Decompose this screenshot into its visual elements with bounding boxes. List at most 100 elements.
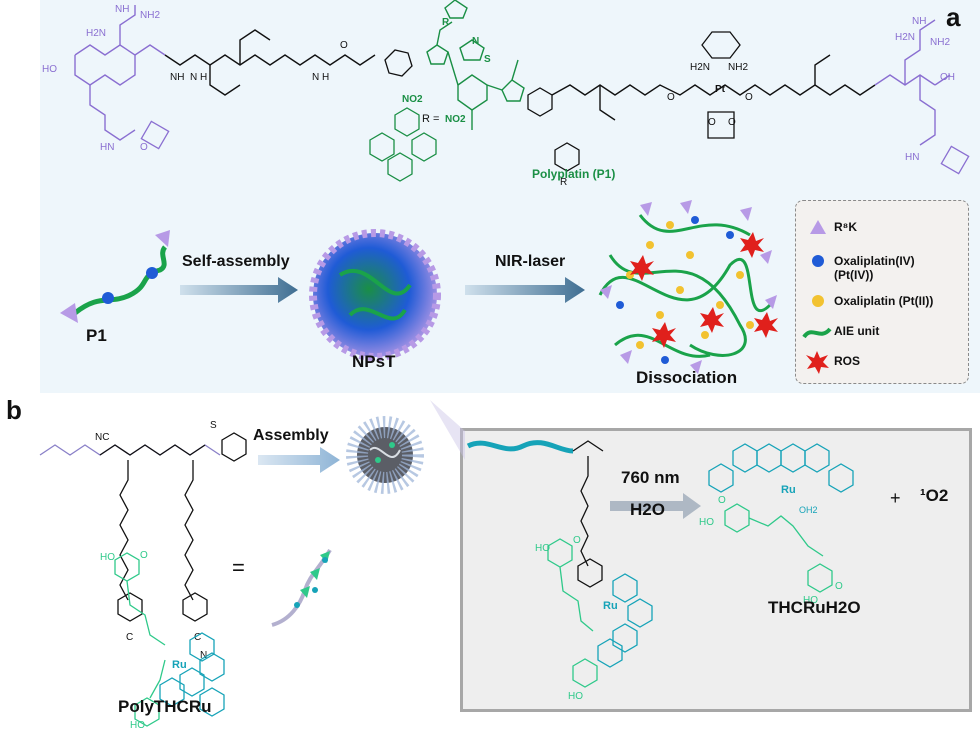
- panel-b-letter: b: [6, 395, 22, 425]
- svg-text:O: O: [140, 142, 148, 153]
- svg-text:C: C: [126, 632, 133, 643]
- svg-text:NC: NC: [95, 432, 109, 443]
- assembly-scheme-a: [60, 200, 778, 374]
- svg-text:N: N: [472, 36, 479, 47]
- svg-text:N H: N H: [190, 72, 207, 83]
- plus-sign: +: [890, 488, 901, 508]
- equals-sign: =: [232, 555, 245, 580]
- svg-text:H2N: H2N: [86, 28, 106, 39]
- svg-text:O: O: [667, 92, 675, 103]
- p1-left-triangle: [60, 303, 78, 323]
- svg-text:NH: NH: [912, 16, 926, 27]
- legend-label: AIE unit: [834, 324, 880, 338]
- svg-text:HO: HO: [699, 517, 714, 528]
- svg-text:NH2: NH2: [930, 37, 950, 48]
- singlet-oxygen-label: ¹O2: [920, 486, 949, 505]
- legend-item-aie: AIE unit: [796, 319, 968, 347]
- wavelength-label: 760 nm: [621, 468, 680, 487]
- p1-label: P1: [86, 326, 107, 345]
- svg-text:NH: NH: [170, 72, 184, 83]
- blue-sphere-icon: [812, 255, 824, 267]
- svg-text:R: R: [560, 177, 567, 188]
- svg-text:O: O: [728, 117, 736, 128]
- svg-text:OH: OH: [940, 72, 955, 83]
- svg-text:N: N: [200, 650, 207, 661]
- mini-polymer-chain: [271, 548, 332, 627]
- svg-text:O: O: [835, 581, 843, 592]
- product-label: THCRuH2O: [768, 598, 861, 617]
- svg-text:C: C: [194, 632, 201, 643]
- nir-laser-label: NIR-laser: [495, 253, 566, 270]
- legend-label: Oxaliplatin (Pt(II)): [834, 294, 934, 308]
- svg-text:N H: N H: [312, 72, 329, 83]
- svg-text:Ru: Ru: [781, 484, 796, 496]
- svg-text:Ru: Ru: [172, 659, 187, 671]
- p1-chain: [73, 245, 168, 315]
- p1-ptiv-sphere: [146, 267, 158, 279]
- svg-text:O: O: [140, 550, 148, 561]
- legend-label: ROS: [834, 354, 861, 368]
- svg-text:NH2: NH2: [728, 62, 748, 73]
- svg-text:NO2: NO2: [402, 94, 423, 105]
- svg-text:O: O: [340, 40, 348, 51]
- r-equals-label: R =: [422, 113, 439, 125]
- svg-text:O: O: [745, 92, 753, 103]
- svg-text:HO: HO: [568, 691, 583, 702]
- svg-text:HO: HO: [42, 64, 57, 75]
- nir-laser-arrow: [465, 277, 585, 303]
- triangle-icon: [810, 220, 826, 234]
- peg-chain: [466, 440, 574, 454]
- svg-text:NH2: NH2: [140, 10, 160, 21]
- callout-wedge: [430, 400, 465, 460]
- svg-text:O: O: [718, 495, 726, 506]
- p1-ptiv-sphere: [102, 292, 114, 304]
- polymer-name: Polyplatin (P1): [532, 167, 615, 181]
- svg-text:NH: NH: [115, 4, 129, 15]
- legend-item-r8k: R⁸K: [796, 215, 968, 243]
- aie-core-structure: [426, 0, 525, 130]
- legend-label: R⁸K: [834, 220, 858, 234]
- svg-text:O: O: [573, 535, 581, 546]
- legend-item-ptii: Oxaliplatin (Pt(II)): [796, 289, 968, 317]
- legend-item-ptiv: Oxaliplatin(IV) (Pt(IV)): [796, 249, 968, 282]
- light-arrow: [610, 493, 701, 519]
- yellow-sphere-icon: [812, 295, 824, 307]
- micelle-illustration: [346, 416, 424, 494]
- svg-text:HO: HO: [100, 552, 115, 563]
- left-peptide-structure: [74, 5, 166, 141]
- self-assembly-label: Self-assembly: [182, 253, 290, 270]
- green-curve-icon: [802, 327, 832, 339]
- svg-text:HN: HN: [100, 142, 114, 153]
- p1-right-triangle: [155, 230, 170, 247]
- svg-text:OH2: OH2: [799, 505, 818, 515]
- npst-nanoparticle: [313, 233, 437, 357]
- svg-text:S: S: [484, 54, 491, 65]
- red-star-icon: [806, 351, 829, 374]
- svg-text:Pt: Pt: [715, 84, 726, 95]
- dissociation-label: Dissociation: [636, 368, 738, 387]
- water-label: H2O: [630, 500, 665, 519]
- svg-text:HN: HN: [905, 152, 919, 163]
- legend-box: R⁸K Oxaliplatin(IV) (Pt(IV)) Oxaliplatin…: [795, 200, 969, 384]
- panel-a-letter: a: [946, 2, 961, 32]
- svg-text:H2N: H2N: [895, 32, 915, 43]
- self-assembly-arrow: [180, 277, 298, 303]
- svg-text:O: O: [708, 117, 716, 128]
- svg-text:NO2: NO2: [445, 114, 466, 125]
- polythcru-label: PolyTHCRu: [118, 697, 212, 716]
- assembly-label: Assembly: [253, 427, 329, 444]
- svg-text:R: R: [442, 17, 450, 28]
- svg-text:H2N: H2N: [690, 62, 710, 73]
- svg-text:Ru: Ru: [603, 600, 618, 612]
- assembly-arrow: [258, 447, 340, 473]
- npst-label: NPsT: [352, 352, 396, 371]
- svg-text:HO: HO: [130, 720, 145, 731]
- legend-item-ros: ROS: [796, 349, 968, 377]
- svg-text:HO: HO: [803, 595, 818, 606]
- reaction-box: [460, 428, 972, 712]
- dissociation-cluster: [598, 200, 778, 374]
- product-ruthenium-ligands: [708, 443, 854, 493]
